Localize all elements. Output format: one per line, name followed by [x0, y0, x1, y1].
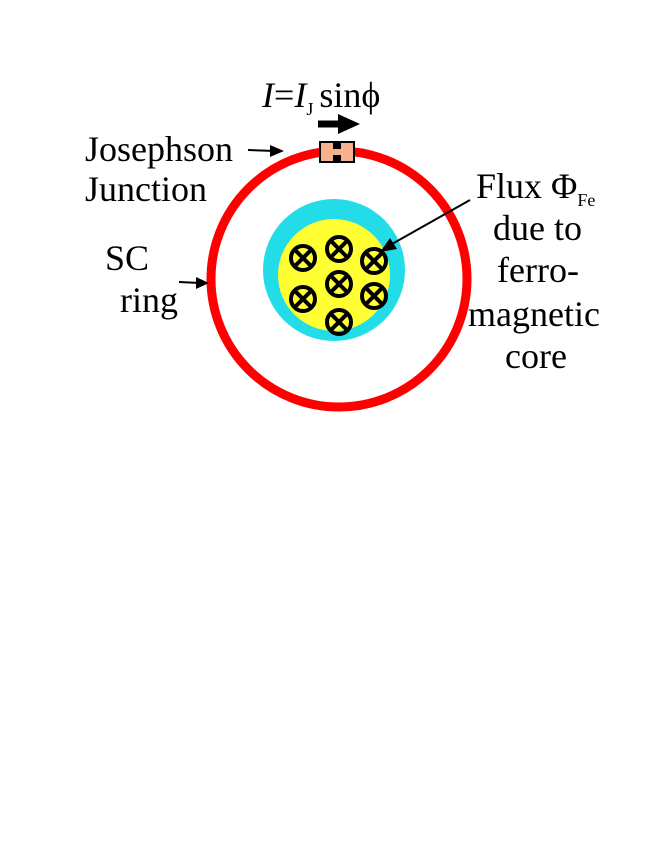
circled-x-icon [360, 247, 388, 275]
josephson-junction [319, 141, 355, 163]
circled-x-icon [325, 308, 353, 336]
junction-pointer-arrow [247, 145, 284, 157]
circled-x-icon [360, 282, 388, 310]
junction-label-line1: Josephson [85, 129, 233, 169]
circled-x-icon [325, 270, 353, 298]
ring-pointer-arrow [178, 277, 209, 289]
flux-markers [289, 235, 388, 336]
current-subscript: J [306, 99, 313, 119]
flux-label-line2: due to [493, 208, 582, 248]
current-critical-symbol: I [293, 75, 308, 115]
flux-label-line1: Flux ΦFe [476, 166, 595, 210]
current-symbol: I [261, 75, 276, 115]
flux-label-line3: ferro- [497, 250, 579, 290]
circled-x-icon [289, 285, 317, 313]
current-function: sinϕ [319, 75, 380, 115]
flux-label-line4: magnetic [468, 294, 600, 334]
circled-x-icon [325, 235, 353, 263]
flux-word: Flux [476, 166, 551, 206]
equals-sign: = [274, 75, 294, 115]
circled-x-icon [289, 244, 317, 272]
flux-symbol: Φ [551, 166, 577, 206]
flux-subscript: Fe [577, 190, 595, 210]
junction-label-line2: Junction [85, 169, 207, 209]
flux-pointer-arrow [380, 199, 471, 252]
right-arrow-icon [318, 114, 360, 134]
ring-label-line1: SC [105, 238, 149, 278]
ring-label-line2: ring [120, 280, 178, 320]
flux-label-line5: core [505, 336, 567, 376]
